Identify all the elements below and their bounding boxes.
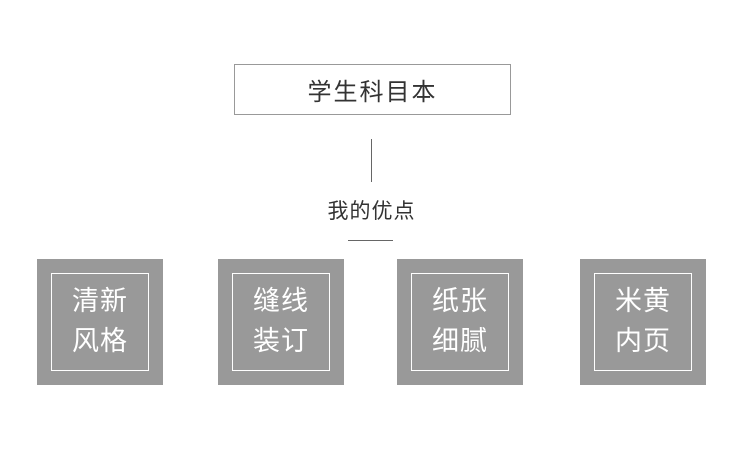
feature-box-4-frame: 米黄 内页 [594,273,692,371]
feature-1-line-2: 风格 [72,326,128,357]
feature-box-1-frame: 清新 风格 [51,273,149,371]
subtitle-underline [348,240,393,241]
feature-box-2-frame: 缝线 装订 [232,273,330,371]
feature-box-3: 纸张 细腻 [397,259,523,385]
feature-3-line-1: 纸张 [432,286,488,317]
feature-1-line-1: 清新 [72,286,128,317]
subtitle: 我的优点 [327,199,416,223]
title-box: 学生科目本 [234,64,511,115]
feature-2-line-2: 装订 [253,326,309,357]
connector-line [371,139,372,182]
feature-3-line-2: 细腻 [432,326,488,357]
feature-box-2: 缝线 装订 [218,259,344,385]
feature-box-3-frame: 纸张 细腻 [411,273,509,371]
feature-4-line-1: 米黄 [615,286,671,317]
feature-box-4: 米黄 内页 [580,259,706,385]
feature-2-line-1: 缝线 [253,286,309,317]
feature-box-1: 清新 风格 [37,259,163,385]
title-text: 学生科目本 [307,78,438,106]
feature-4-line-2: 内页 [615,326,671,357]
